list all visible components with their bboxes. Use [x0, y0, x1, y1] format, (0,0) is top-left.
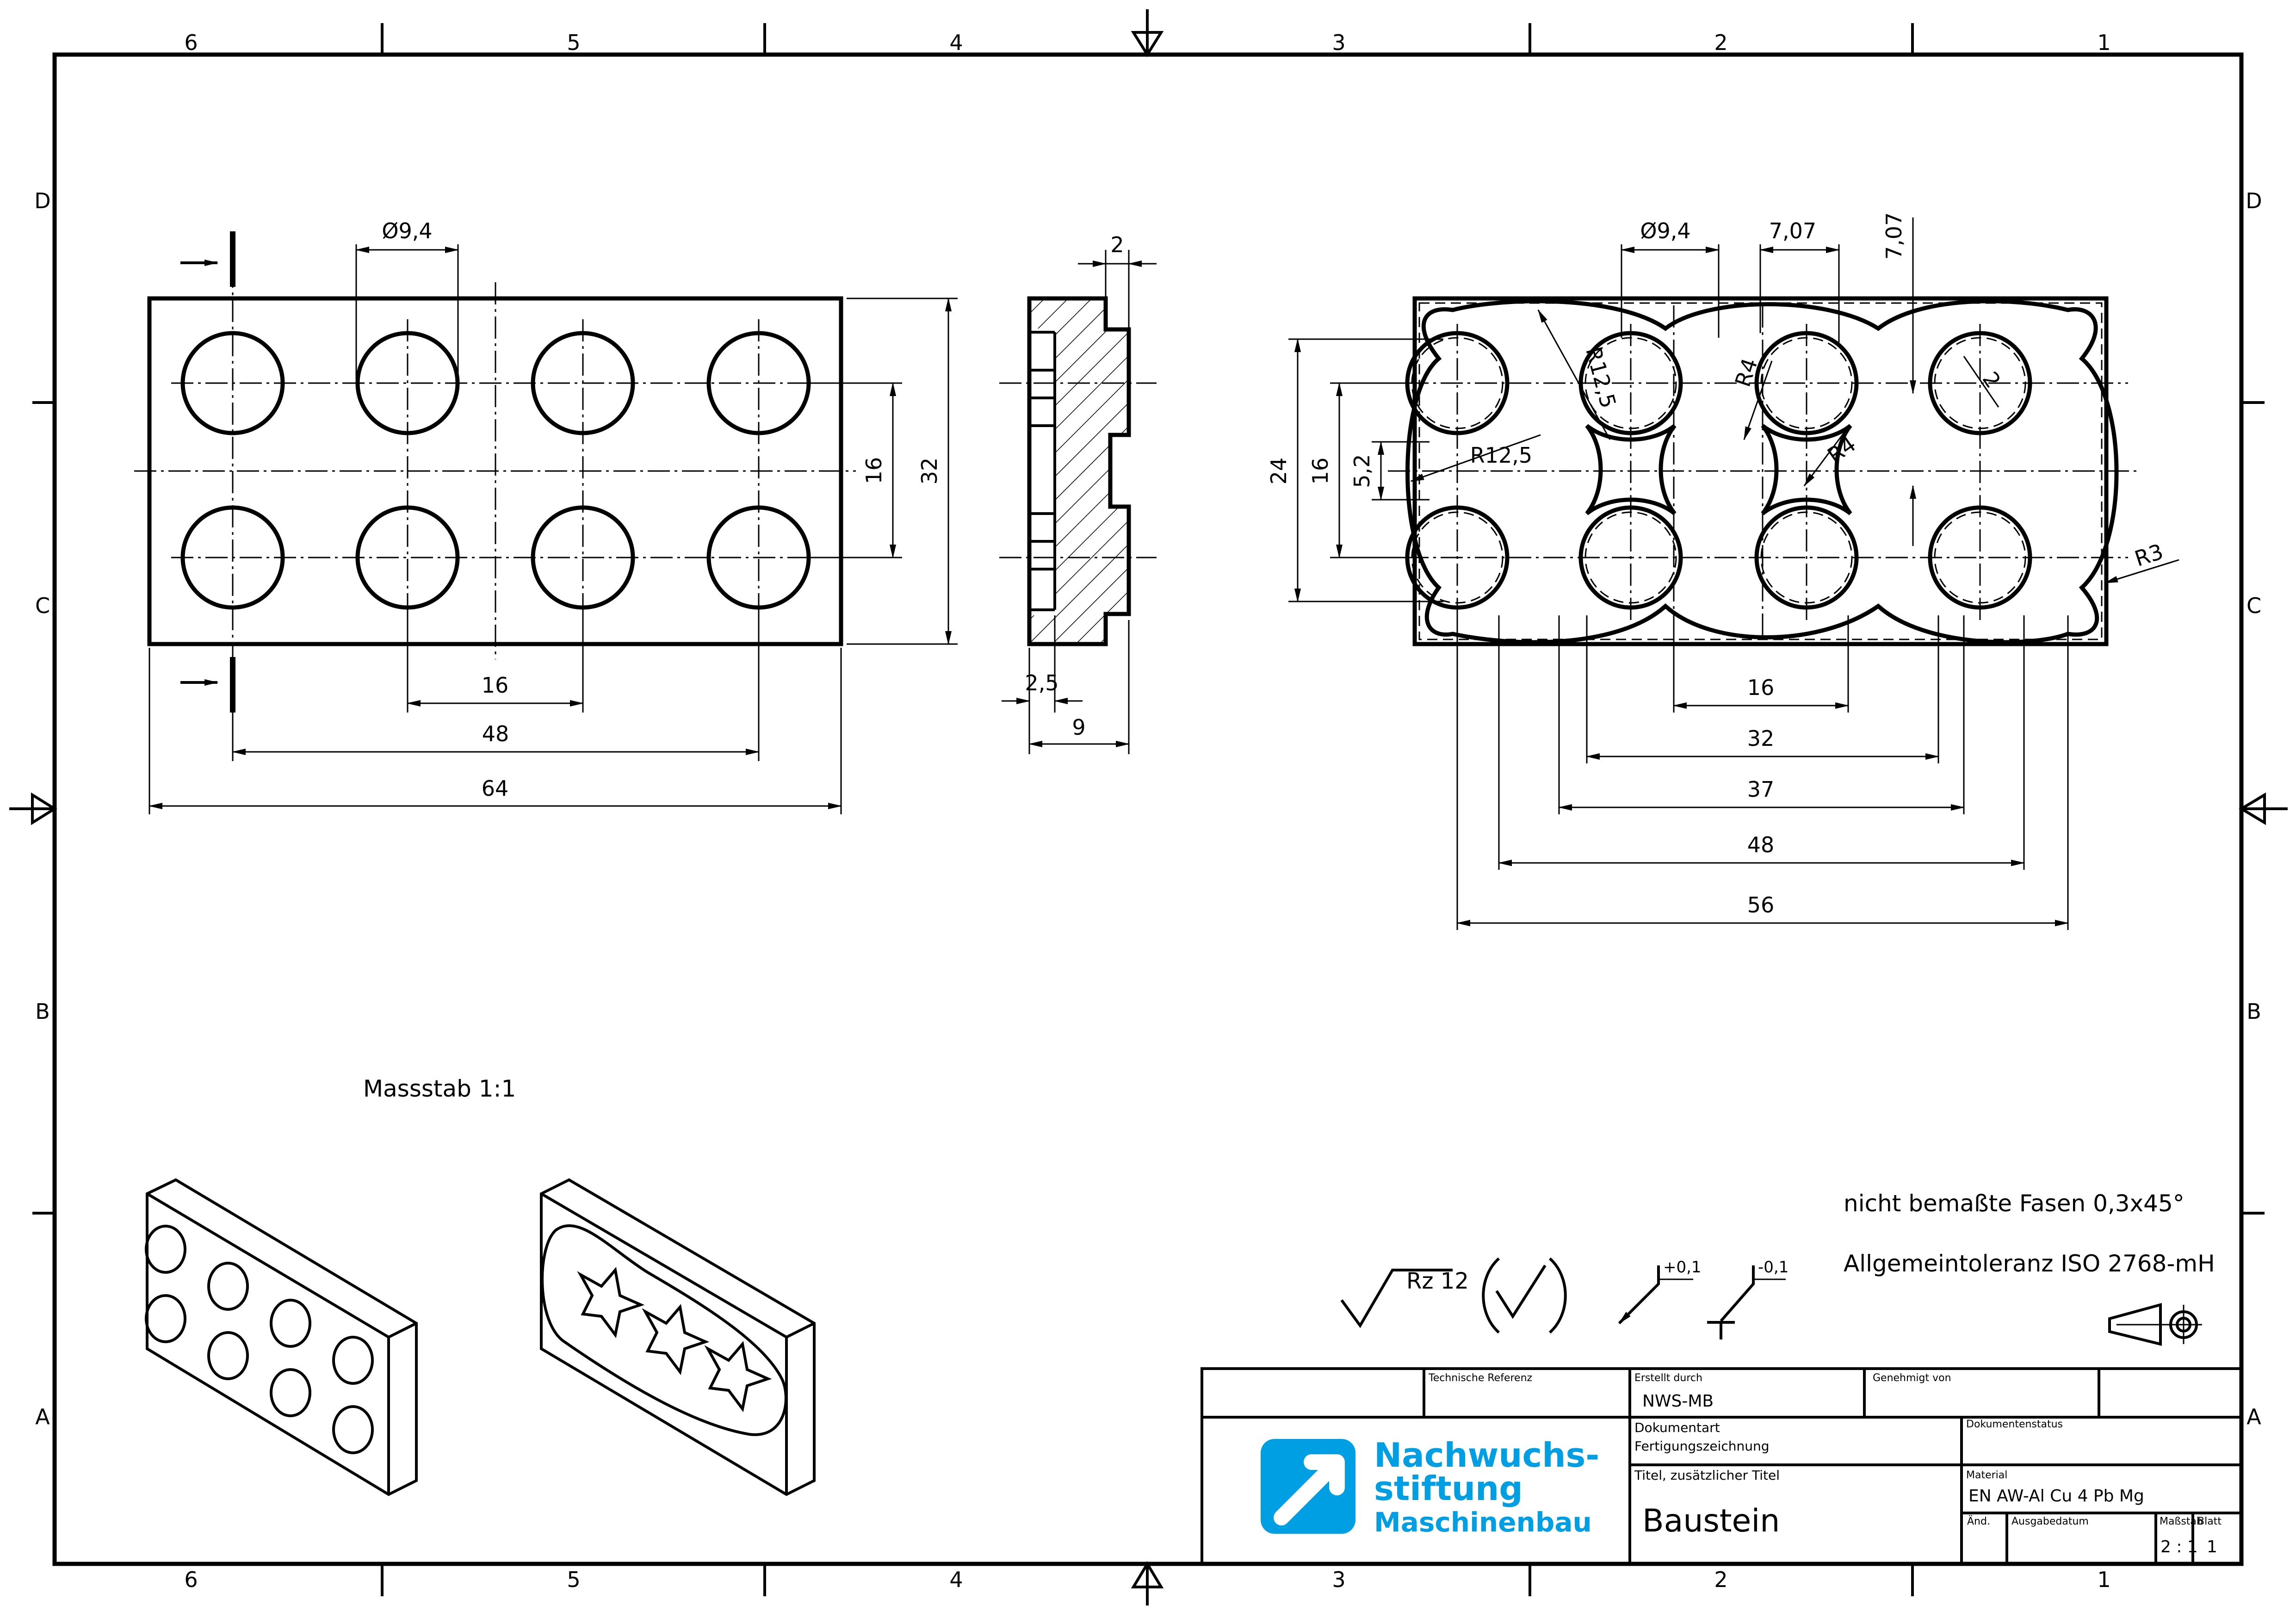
bottom-view: Ø9,4 7,07 7,07 R12,5 R12,5 R4 R4 2 R3 24… — [1266, 212, 2179, 930]
tolerance-minus: -0,1 — [1758, 1258, 1789, 1277]
dim-16-vertical: 16 — [861, 457, 886, 484]
front-view-dimensions — [149, 244, 958, 814]
roughness-value: Rz 12 — [1406, 1268, 1469, 1294]
material-value: EN AW-Al Cu 4 Pb Mg — [1968, 1487, 2144, 1506]
dim-32-bottom: 32 — [1747, 726, 1775, 751]
ausgabedatum-label: Ausgabedatum — [2011, 1516, 2089, 1527]
zone-number-1-bottom: 1 — [2097, 1567, 2110, 1592]
dim-16-vertical-bottom: 16 — [1308, 458, 1333, 485]
dokumentart-label: Dokumentart — [1634, 1420, 1720, 1435]
title-block: Nachwuchs- stiftung Maschinenbau Technis… — [1201, 1367, 2243, 1565]
titel-label: Titel, zusätzlicher Titel — [1634, 1468, 1780, 1483]
dokumentenstatus-label: Dokumentenstatus — [1966, 1419, 2063, 1430]
dim-diameter-boss: Ø9,4 — [1640, 218, 1690, 243]
dim-9-section: 9 — [1072, 715, 1085, 740]
dim-2-boss: 2 — [1978, 367, 2006, 392]
erstellt-durch-label: Erstellt durch — [1634, 1372, 1702, 1384]
bottom-view-star-cavities — [1585, 424, 1852, 515]
dim-16-bottom: 16 — [1747, 675, 1775, 700]
dim-48-bottom: 48 — [1747, 832, 1775, 857]
front-view-centerlines — [134, 282, 856, 659]
massstab-value: 2 : 1 — [2160, 1537, 2198, 1556]
blatt-label: Blatt — [2197, 1516, 2222, 1527]
dim-r3: R3 — [2132, 539, 2166, 571]
zone-letter-c-right: C — [2246, 593, 2261, 618]
logo-text-line3: Maschinenbau — [1374, 1506, 1592, 1538]
dim-r12-5-lower: R12,5 — [1470, 443, 1532, 468]
surface-roughness-symbol: Rz 12 — [1340, 1257, 1567, 1334]
dim-r12-5-upper: R12,5 — [1581, 344, 1621, 411]
zone-number-4-top: 4 — [949, 30, 963, 55]
isometric-view-top — [145, 1178, 418, 1496]
dim-2-5-section: 2,5 — [1025, 670, 1058, 695]
zone-number-6-top: 6 — [184, 30, 198, 55]
dim-2-section: 2 — [1110, 232, 1124, 257]
zone-letter-b-left: B — [35, 999, 50, 1024]
dim-7-07-horizontal: 7,07 — [1769, 218, 1816, 243]
zone-number-5-top: 5 — [567, 30, 580, 55]
dim-diameter-stud: Ø9,4 — [382, 218, 432, 243]
chamfer-note: nicht bemaßte Fasen 0,3x45° — [1844, 1190, 2185, 1217]
isometric-view-bottom — [540, 1178, 816, 1496]
bottom-view-pocket — [1405, 299, 2119, 645]
company-logo: Nachwuchs- stiftung Maschinenbau — [1261, 1436, 1599, 1538]
zone-letter-d-left: D — [34, 188, 50, 213]
zone-number-4-bottom: 4 — [949, 1567, 963, 1592]
material-label: Material — [1966, 1469, 2007, 1481]
technische-referenz-label: Technische Referenz — [1428, 1372, 1532, 1384]
front-view: Ø9,4 16 32 16 48 64 — [134, 218, 958, 814]
dim-5-2-vertical: 5,2 — [1349, 454, 1374, 488]
logo-text-line2: stiftung — [1374, 1469, 1523, 1508]
projection-method-icon — [2108, 1303, 2202, 1346]
zone-number-6-bottom: 6 — [184, 1567, 198, 1592]
zone-number-5-bottom: 5 — [567, 1567, 580, 1592]
aenderung-label: Änd. — [1967, 1515, 1990, 1527]
zone-number-2-bottom: 2 — [1714, 1567, 1727, 1592]
zone-number-3-top: 3 — [1332, 30, 1345, 55]
dim-37-bottom: 37 — [1747, 777, 1775, 802]
massstab-label: Maßstab — [2160, 1516, 2203, 1527]
genehmigt-von-label: Genehmigt von — [1873, 1372, 1951, 1384]
scale-note: Massstab 1:1 — [363, 1075, 516, 1102]
logo-text-line1: Nachwuchs- — [1374, 1436, 1599, 1475]
erstellt-durch-value: NWS-MB — [1642, 1392, 1714, 1411]
zone-letter-c-left: C — [35, 593, 50, 618]
section-view: 2 2,5 9 — [999, 232, 1157, 754]
zone-letter-d-right: D — [2246, 188, 2262, 213]
dim-64-horizontal: 64 — [482, 776, 509, 801]
dim-16-horizontal: 16 — [482, 673, 509, 698]
section-line-markers — [180, 231, 235, 713]
dim-48-horizontal: 48 — [482, 721, 509, 746]
zone-number-3-bottom: 3 — [1332, 1567, 1345, 1592]
dim-32-vertical: 32 — [917, 458, 942, 485]
zone-letter-a-left: A — [35, 1404, 50, 1429]
blatt-value: 1 — [2207, 1537, 2217, 1556]
titel-value: Baustein — [1642, 1503, 1780, 1539]
dim-24-vertical: 24 — [1266, 458, 1291, 485]
drawing-frame: 6 5 4 3 2 1 6 5 4 3 2 1 D C B A D C B A — [9, 9, 2288, 1606]
zone-letter-a-right: A — [2246, 1404, 2261, 1429]
dim-7-07-vertical: 7,07 — [1881, 212, 1906, 260]
dokumentart-value: Fertigungszeichnung — [1634, 1438, 1770, 1454]
zone-number-2-top: 2 — [1714, 30, 1727, 55]
tolerance-note: Allgemeintoleranz ISO 2768-mH — [1844, 1250, 2215, 1277]
dim-56-bottom: 56 — [1747, 893, 1775, 917]
tolerance-symbols: +0,1 -0,1 — [1618, 1258, 1789, 1339]
zone-letter-b-right: B — [2246, 999, 2261, 1024]
tolerance-plus: +0,1 — [1663, 1258, 1702, 1277]
zone-number-1-top: 1 — [2097, 30, 2110, 55]
